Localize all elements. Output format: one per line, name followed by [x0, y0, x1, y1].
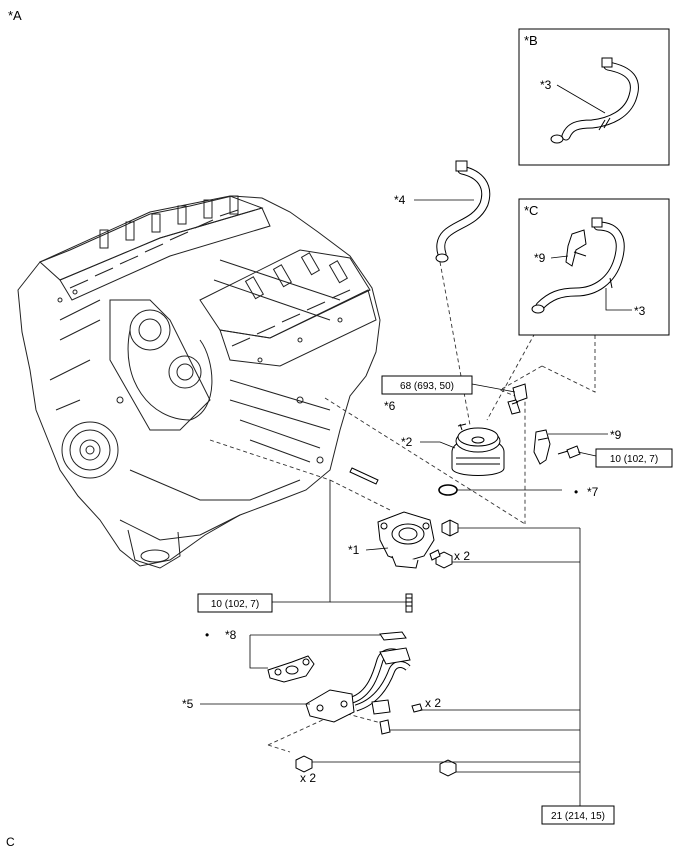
torque-21-text: 21 (214, 15) — [551, 811, 605, 822]
torque-68-text: 68 (693, 50) — [400, 381, 454, 392]
oil-cooler-illustration — [451, 423, 505, 476]
torque-10-right-text: 10 (102, 7) — [610, 454, 658, 465]
leader-c3-b — [556, 84, 606, 114]
gasket-8-illustration — [267, 631, 407, 683]
quantity-x2-pipe: x 2 — [425, 696, 441, 710]
engine-illustration — [17, 195, 381, 569]
bolt-illustrations — [349, 467, 459, 613]
quantity-x2-nut: x 2 — [300, 771, 316, 785]
leader-c8-b — [249, 635, 268, 669]
bracket-9-illustration — [533, 429, 581, 465]
leader-t10-right — [577, 451, 597, 457]
leader-c2 — [420, 441, 456, 449]
torque-box-68 — [381, 375, 473, 395]
oil-filter-bracket-illustration — [377, 511, 435, 569]
hose-c-illustration — [531, 217, 625, 314]
hose-b-illustration — [550, 57, 639, 144]
corner-code: C — [6, 835, 15, 849]
torque-box-21 — [541, 805, 615, 825]
torque-box-10-left — [197, 593, 273, 613]
torque-box-10-right — [595, 448, 673, 468]
callout-c1: *1 — [348, 543, 360, 557]
oil-pipe-5-illustration — [295, 647, 457, 777]
view-label-c: *C — [524, 203, 538, 218]
callout-c9-main: *9 — [610, 428, 622, 442]
leader-t68 — [471, 383, 516, 393]
callout-c4: *4 — [394, 193, 406, 207]
leader-c9-c — [550, 255, 569, 259]
quantity-x2-bracket: x 2 — [454, 549, 470, 563]
torque-21-leaders — [312, 527, 581, 806]
view-label-b: *B — [524, 33, 538, 48]
callout-c2: *2 — [401, 435, 413, 449]
callout-c6: *6 — [384, 399, 396, 413]
torque-10-left-text: 10 (102, 7) — [211, 599, 259, 610]
callout-c5: *5 — [182, 697, 194, 711]
leader-c3-c — [605, 288, 632, 311]
callout-c3-b: *3 — [540, 78, 552, 92]
o-ring-illustration — [438, 484, 458, 496]
callout-c9-c: *9 — [534, 251, 546, 265]
leader-c1 — [365, 547, 389, 551]
callout-c3-c: *3 — [634, 304, 646, 318]
callout-c7: *7 — [587, 485, 599, 499]
callout-c8: *8 — [225, 628, 237, 642]
hose-4-illustration — [435, 160, 491, 263]
union-bolt-illustration — [507, 383, 528, 415]
bullet-c7: • — [574, 485, 578, 499]
bullet-c8: • — [205, 628, 209, 642]
inset-box-b — [518, 28, 670, 166]
view-label-a: *A — [8, 8, 22, 23]
